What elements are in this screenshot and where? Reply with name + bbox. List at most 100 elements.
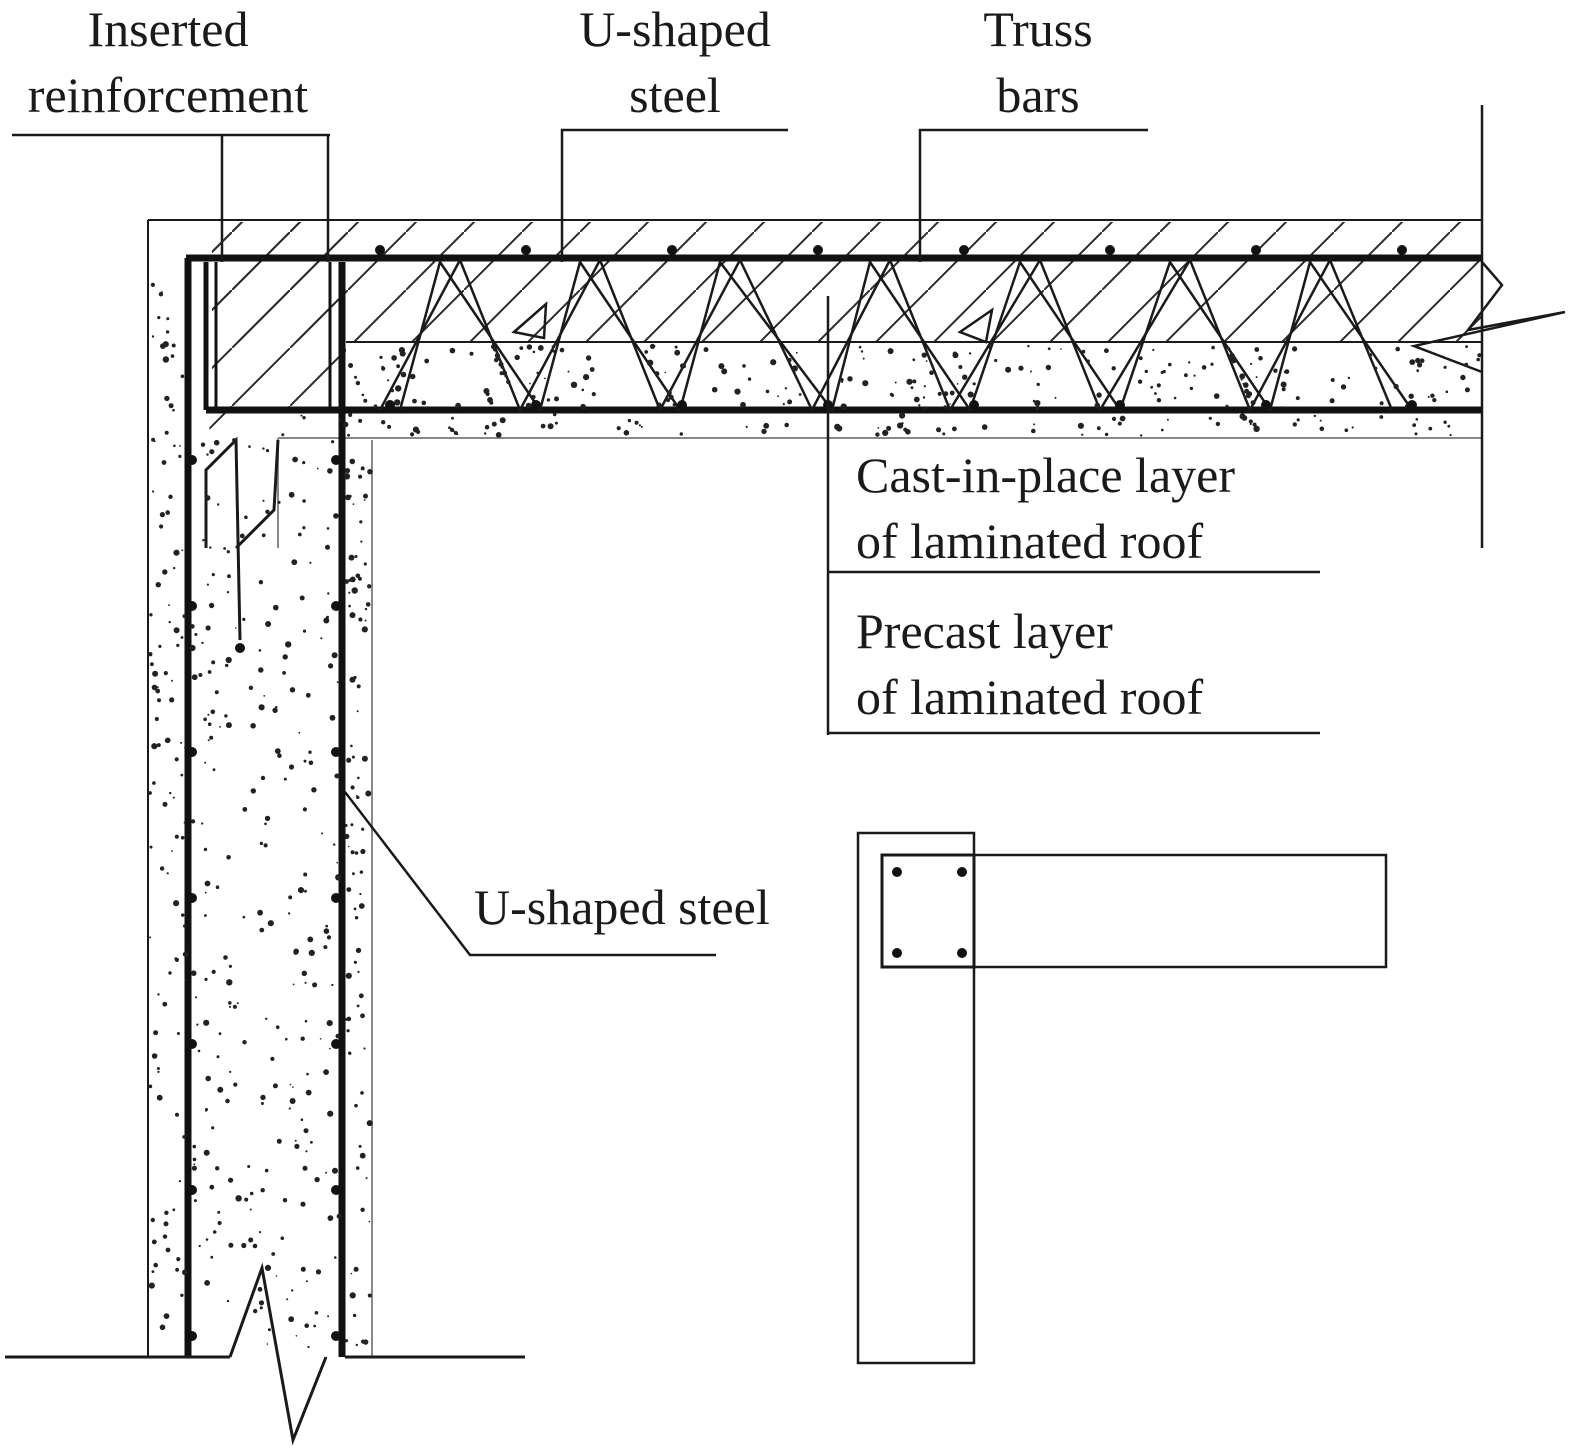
aggregate-dot xyxy=(1417,362,1423,368)
aggregate-dot xyxy=(163,1221,169,1227)
aggregate-dot xyxy=(206,583,209,586)
aggregate-dot xyxy=(258,1300,265,1306)
aggregate-dot xyxy=(171,850,174,852)
aggregate-dot xyxy=(994,358,998,363)
aggregate-dot xyxy=(1241,415,1248,421)
aggregate-dot xyxy=(169,697,175,703)
aggregate-dot xyxy=(623,430,630,436)
aggregate-dot xyxy=(344,468,351,474)
aggregate-dot xyxy=(929,370,934,376)
aggregate-dot xyxy=(841,381,844,383)
aggregate-dot xyxy=(1208,416,1212,420)
aggregate-dot xyxy=(591,392,596,397)
ground-line xyxy=(5,1262,525,1446)
aggregate-dot xyxy=(363,1047,366,1050)
aggregate-dot xyxy=(585,355,592,361)
aggregate-dot xyxy=(1152,348,1155,351)
aggregate-dot xyxy=(703,347,709,353)
aggregate-dot xyxy=(294,1139,297,1142)
aggregate-dot xyxy=(216,1055,220,1059)
aggregate-dot xyxy=(265,509,270,514)
aggregate-dot xyxy=(283,777,287,781)
aggregate-dot xyxy=(840,403,847,410)
aggregate-dot xyxy=(1393,383,1399,390)
aggregate-dot xyxy=(207,713,210,716)
label-precast-line1: Precast layer xyxy=(856,603,1113,659)
aggregate-dot xyxy=(249,1191,254,1196)
aggregate-dot xyxy=(248,445,251,448)
aggregate-dot xyxy=(176,643,180,648)
aggregate-dot xyxy=(304,981,307,984)
aggregate-dot xyxy=(532,350,536,354)
aggregate-dot xyxy=(956,383,959,385)
aggregate-dot xyxy=(200,442,206,447)
aggregate-dot xyxy=(348,554,355,561)
aggregate-dot xyxy=(1047,347,1051,351)
aggregate-dot xyxy=(258,667,264,673)
aggregate-dot xyxy=(1230,357,1237,364)
rebar-dot xyxy=(959,245,969,255)
aggregate-dot xyxy=(489,400,494,405)
aggregate-dot xyxy=(224,714,228,718)
aggregate-dot xyxy=(313,1324,317,1328)
rebar-dot xyxy=(1397,245,1407,255)
aggregate-dot xyxy=(329,714,336,721)
aggregate-dot xyxy=(228,1242,234,1248)
aggregate-dot xyxy=(363,562,367,566)
aggregate-dot xyxy=(506,379,511,385)
aggregate-dot xyxy=(348,604,351,608)
aggregate-dot xyxy=(326,527,330,530)
aggregate-dot xyxy=(634,420,639,425)
aggregate-dot xyxy=(363,493,368,499)
aggregate-dot xyxy=(1160,371,1164,374)
aggregate-dot xyxy=(1250,362,1253,365)
aggregate-dot xyxy=(1173,396,1177,400)
rebar-dot xyxy=(187,893,197,903)
aggregate-dot xyxy=(197,1049,201,1053)
aggregate-dot xyxy=(363,499,366,501)
aggregate-dot xyxy=(309,561,312,564)
aggregate-dot xyxy=(544,377,546,380)
aggregate-dot xyxy=(1295,396,1300,401)
aggregate-dot xyxy=(288,895,293,900)
aggregate-dot xyxy=(157,686,159,689)
aggregate-dot xyxy=(360,1207,365,1213)
aggregate-dot xyxy=(182,1269,188,1276)
aggregate-dot xyxy=(217,503,220,506)
aggregate-dot xyxy=(889,392,894,396)
aggregate-dot xyxy=(204,891,207,894)
aggregate-dot xyxy=(168,620,171,624)
aggregate-dot xyxy=(212,768,216,772)
aggregate-dot xyxy=(272,707,278,713)
aggregate-dot xyxy=(1408,393,1414,399)
aggregate-dot xyxy=(894,381,897,384)
aggregate-dot xyxy=(448,426,451,430)
rebar-dot xyxy=(331,893,341,903)
plan-column-rect xyxy=(856,831,976,1365)
aggregate-dot xyxy=(882,429,889,436)
aggregate-dot xyxy=(1255,376,1258,379)
aggregate-dot xyxy=(862,357,865,360)
aggregate-dot xyxy=(344,824,348,827)
aggregate-dot xyxy=(1340,384,1347,390)
aggregate-dot xyxy=(326,935,332,940)
rebar-dot xyxy=(969,400,979,410)
aggregate-dot xyxy=(354,1103,358,1108)
aggregate-dot xyxy=(257,909,263,916)
aggregate-dot xyxy=(151,1053,158,1059)
aggregate-dot xyxy=(1258,356,1263,361)
aggregate-dot xyxy=(1150,385,1154,389)
aggregate-dot xyxy=(679,432,683,436)
aggregate-dot xyxy=(1188,361,1191,364)
aggregate-dot xyxy=(203,847,208,852)
aggregate-dot xyxy=(203,717,207,722)
aggregate-dot xyxy=(193,1163,196,1166)
aggregate-dot xyxy=(303,1128,309,1134)
aggregate-dot xyxy=(349,1292,356,1299)
aggregate-dot xyxy=(347,845,350,848)
aggregate-dot xyxy=(239,533,245,539)
slab-break-line xyxy=(1409,105,1566,548)
aggregate-dot xyxy=(155,688,161,694)
aggregate-dot xyxy=(311,787,317,793)
